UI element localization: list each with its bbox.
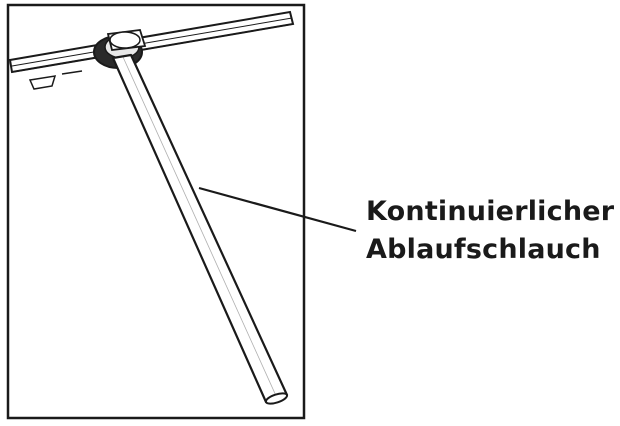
drain-hose — [111, 53, 289, 405]
callout-line-1: Kontinuierlicher — [366, 196, 615, 227]
appliance-rail — [8, 10, 295, 90]
callout-leader-line — [198, 186, 357, 233]
callout-line-2: Ablaufschlauch — [366, 234, 601, 265]
hose-callout-label: Kontinuierlicher Ablaufschlauch — [366, 193, 616, 269]
